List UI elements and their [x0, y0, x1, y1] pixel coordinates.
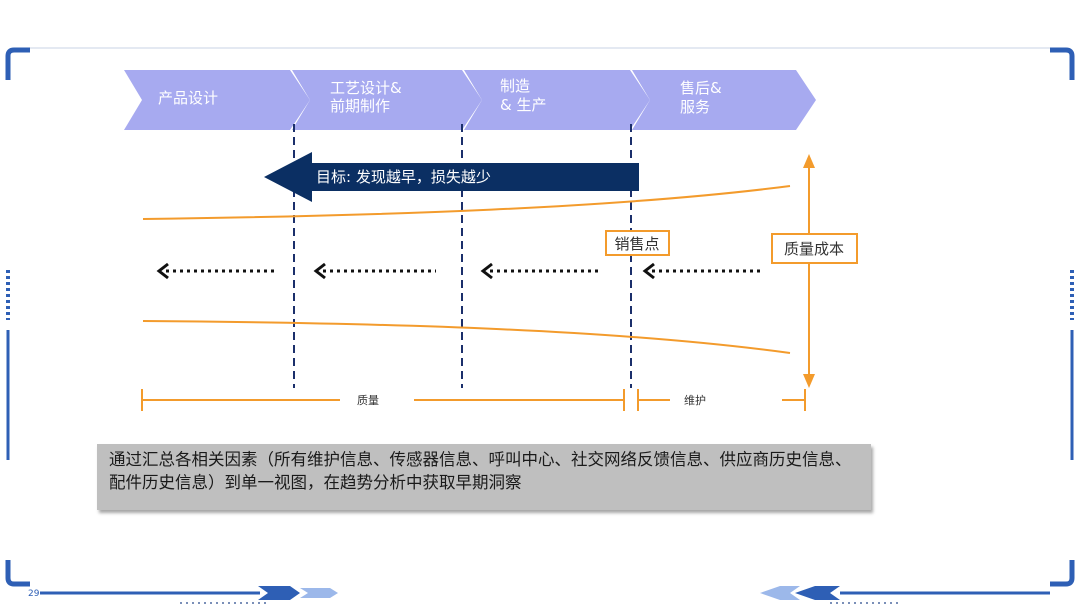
maintenance-span-label: 维护	[684, 393, 706, 407]
frame-bottom-right-chevron	[795, 586, 840, 600]
dotted-arrow-head	[156, 262, 169, 280]
stage-label-line1: 售后&	[680, 79, 722, 97]
quality-cost-arrow	[803, 154, 815, 388]
summary-text: 通过汇总各相关因素（所有维护信息、传感器信息、呼叫中心、社交网络反馈信息、供应商…	[109, 450, 852, 492]
stage-chevron-3: 制造 & 生产	[464, 70, 650, 130]
frame-bottom-right-chevron-light	[760, 586, 800, 600]
dotted-arrow-head	[642, 262, 655, 280]
goal-arrow-shape	[264, 152, 639, 202]
stage-label-line1: 工艺设计&	[330, 79, 402, 97]
stage-label-line1: 制造	[500, 77, 530, 95]
frame-bottom-left-chevron-light	[300, 588, 338, 598]
dotted-arrows	[156, 262, 764, 280]
dotted-arrow-head	[313, 262, 326, 280]
quality-span-label: 质量	[357, 394, 379, 407]
stage-shape	[292, 70, 482, 130]
frame-corner-bottom-left	[5, 560, 30, 587]
dotted-arrow-head	[480, 262, 493, 280]
stage-label-line2: & 生产	[500, 96, 546, 114]
sales-point-box: 销售点	[605, 230, 670, 256]
quality-cost-box: 质量成本	[771, 233, 858, 264]
stage-chevron-1: 产品设计	[124, 70, 310, 130]
quality-cost-label: 质量成本	[784, 240, 844, 258]
goal-label: 目标: 发现越早，损失越少	[316, 168, 491, 186]
sales-point-label: 销售点	[614, 235, 659, 253]
frame-corner-bottom-right	[1050, 560, 1075, 587]
frame-corner-top-left	[5, 47, 30, 80]
stage-chevron-4: 售后& 服务	[632, 70, 816, 130]
frame-bottom-left-chevron	[258, 586, 300, 600]
stage-label-line1: 产品设计	[158, 89, 218, 107]
stage-shape	[632, 70, 816, 130]
summary-box: 通过汇总各相关因素（所有维护信息、传感器信息、呼叫中心、社交网络反馈信息、供应商…	[97, 444, 871, 510]
frame-corner-top-right	[1050, 47, 1075, 80]
quality-cost-arrow-head-down	[803, 374, 815, 388]
stage-label-line2: 服务	[680, 98, 710, 116]
stage-chevron-2: 工艺设计& 前期制作	[292, 70, 482, 130]
stage-shape	[124, 70, 310, 130]
goal-arrow: 目标: 发现越早，损失越少	[264, 152, 639, 202]
cost-curve-lower	[142, 320, 791, 354]
slide-frame	[5, 47, 1075, 604]
sales-point-border	[605, 230, 670, 256]
quality-cost-arrow-head-up	[803, 154, 815, 168]
span-axis: 质量 维护	[141, 389, 806, 411]
page-number: 29	[28, 589, 40, 599]
stage-label-line2: 前期制作	[330, 97, 390, 115]
cost-curve-upper	[142, 185, 791, 220]
quality-cost-border	[771, 233, 858, 264]
stage-shape	[464, 70, 650, 130]
